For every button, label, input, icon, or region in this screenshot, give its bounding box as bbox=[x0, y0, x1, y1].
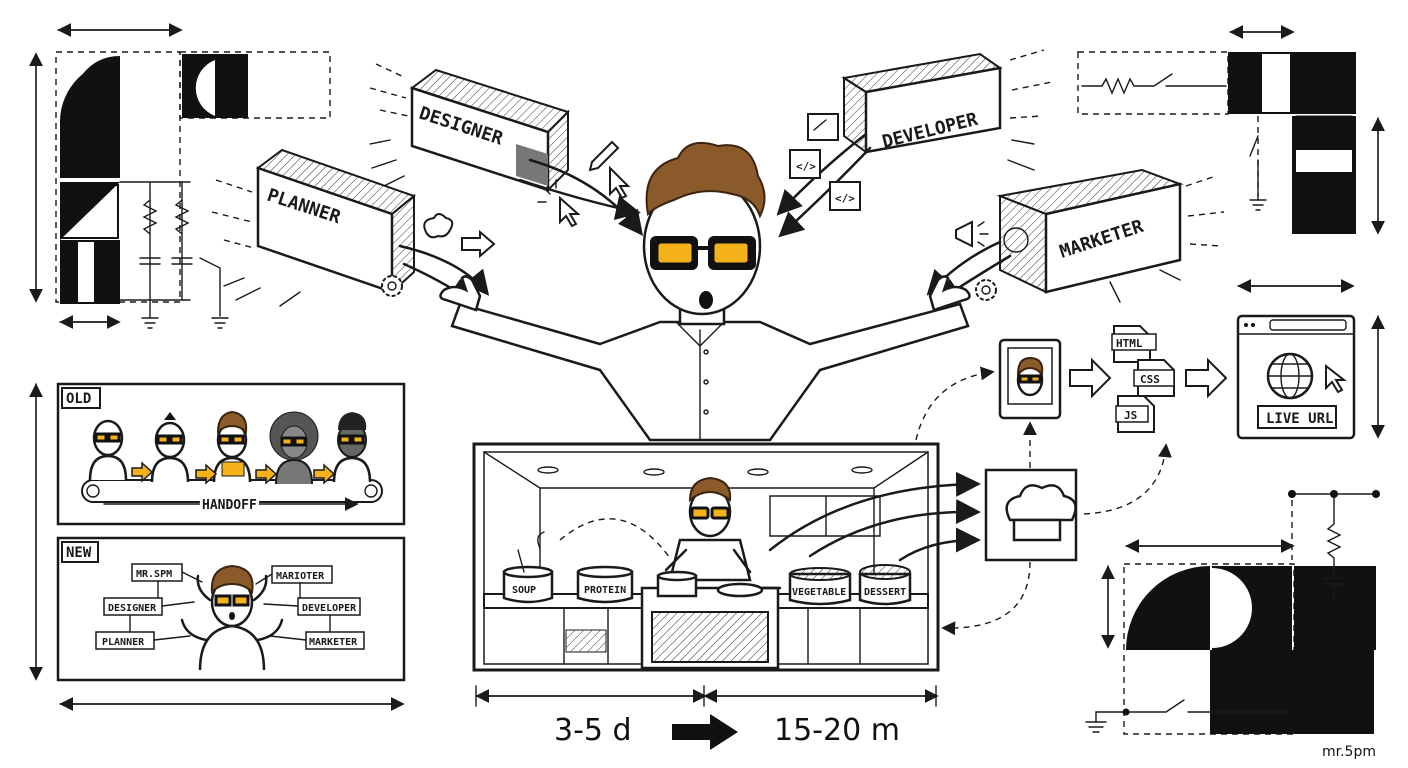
team-member-4 bbox=[269, 411, 319, 485]
pot-label-dessert: DESSERT bbox=[864, 587, 906, 598]
node-marketer: MARKETER bbox=[309, 637, 358, 648]
role-box-developer: DEVELOPER bbox=[841, 49, 1053, 171]
signature: mr.5pm bbox=[1322, 744, 1376, 760]
file-stack: HTML CSS JS bbox=[1111, 325, 1175, 433]
code-window-icon: </> </> bbox=[789, 113, 861, 211]
hollow-arrow-1 bbox=[1069, 357, 1112, 399]
cursor-icon bbox=[609, 165, 631, 200]
new-panel: NEW MR.SPM MARIOTER DESIGNER DEVELOPER P… bbox=[56, 536, 406, 711]
file-label-css: CSS bbox=[1140, 373, 1160, 386]
role-box-designer: DESIGNER bbox=[369, 63, 570, 193]
live-url-label: LIVE URL bbox=[1266, 411, 1333, 427]
cursor-click-icon bbox=[537, 179, 581, 228]
js-file-icon: JS bbox=[1115, 395, 1155, 433]
profile-card bbox=[998, 338, 1062, 420]
team-member-1 bbox=[88, 419, 128, 481]
html-file-icon: HTML bbox=[1111, 325, 1157, 363]
chef-character bbox=[664, 476, 752, 582]
dashed-flow-connectors bbox=[915, 366, 1172, 636]
pot-soup: SOUP bbox=[502, 531, 554, 604]
pot-label-vegetable: VEGETABLE bbox=[792, 587, 846, 598]
pan-stove-2 bbox=[716, 582, 782, 598]
kitchen-output-arrows bbox=[768, 471, 981, 562]
svg-text:</>: </> bbox=[796, 160, 816, 173]
chef-hat-card bbox=[984, 468, 1078, 562]
pot-vegetable: VEGETABLE bbox=[788, 567, 852, 606]
file-label-html: HTML bbox=[1116, 337, 1143, 350]
pot-label-soup: SOUP bbox=[512, 585, 536, 596]
gear-icon-right bbox=[975, 279, 997, 301]
main-character bbox=[439, 142, 971, 442]
transition-arrow-icon bbox=[672, 714, 738, 750]
old-tag: OLD bbox=[66, 391, 91, 407]
svg-text:</>: </> bbox=[835, 192, 855, 205]
handoff-label: HANDOFF bbox=[202, 498, 257, 513]
geometric-block-bottom-right bbox=[1085, 490, 1380, 735]
geometric-block-top-left bbox=[29, 23, 331, 329]
pencil-icon bbox=[588, 140, 620, 172]
team-member-5 bbox=[332, 412, 372, 483]
timeline: 3-5 d 15-20 m bbox=[475, 685, 939, 750]
node-designer: DESIGNER bbox=[108, 603, 157, 614]
pot-stove-1 bbox=[656, 570, 698, 598]
file-label-js: JS bbox=[1124, 409, 1137, 422]
team-member-2 bbox=[150, 412, 190, 483]
cursor-pointer-icon bbox=[1325, 363, 1347, 394]
node-marioter: MARIOTER bbox=[276, 571, 325, 582]
hollow-arrow-2 bbox=[1185, 357, 1228, 399]
new-tag: NEW bbox=[66, 545, 92, 561]
old-panel: OLD HANDOFF bbox=[29, 382, 406, 681]
team-member-3 bbox=[212, 410, 252, 483]
node-developer: DEVELOPER bbox=[302, 603, 357, 614]
node-mr-spm: MR.SPM bbox=[136, 569, 172, 580]
brain-icon bbox=[423, 213, 454, 239]
css-file-icon: CSS bbox=[1133, 359, 1175, 397]
multi-role-character bbox=[180, 564, 284, 671]
node-planner: PLANNER bbox=[102, 637, 145, 648]
browser-window: LIVE URL bbox=[1236, 279, 1385, 440]
role-box-marketer: MARKETER bbox=[996, 168, 1225, 303]
geometric-block-top-right bbox=[1077, 25, 1385, 235]
role-box-planner: PLANNER bbox=[211, 148, 417, 307]
chef-hat-icon bbox=[1005, 484, 1077, 542]
live-url-badge bbox=[1257, 405, 1337, 429]
gear-icon bbox=[381, 275, 403, 297]
pot-label-protein: PROTEIN bbox=[584, 585, 626, 596]
megaphone-icon bbox=[955, 220, 989, 248]
pot-dessert: DESSERT bbox=[858, 564, 912, 606]
globe-icon bbox=[1266, 352, 1314, 400]
time-after: 15-20 m bbox=[774, 713, 900, 748]
time-before: 3-5 d bbox=[554, 713, 632, 748]
pot-protein: PROTEIN bbox=[576, 565, 634, 604]
